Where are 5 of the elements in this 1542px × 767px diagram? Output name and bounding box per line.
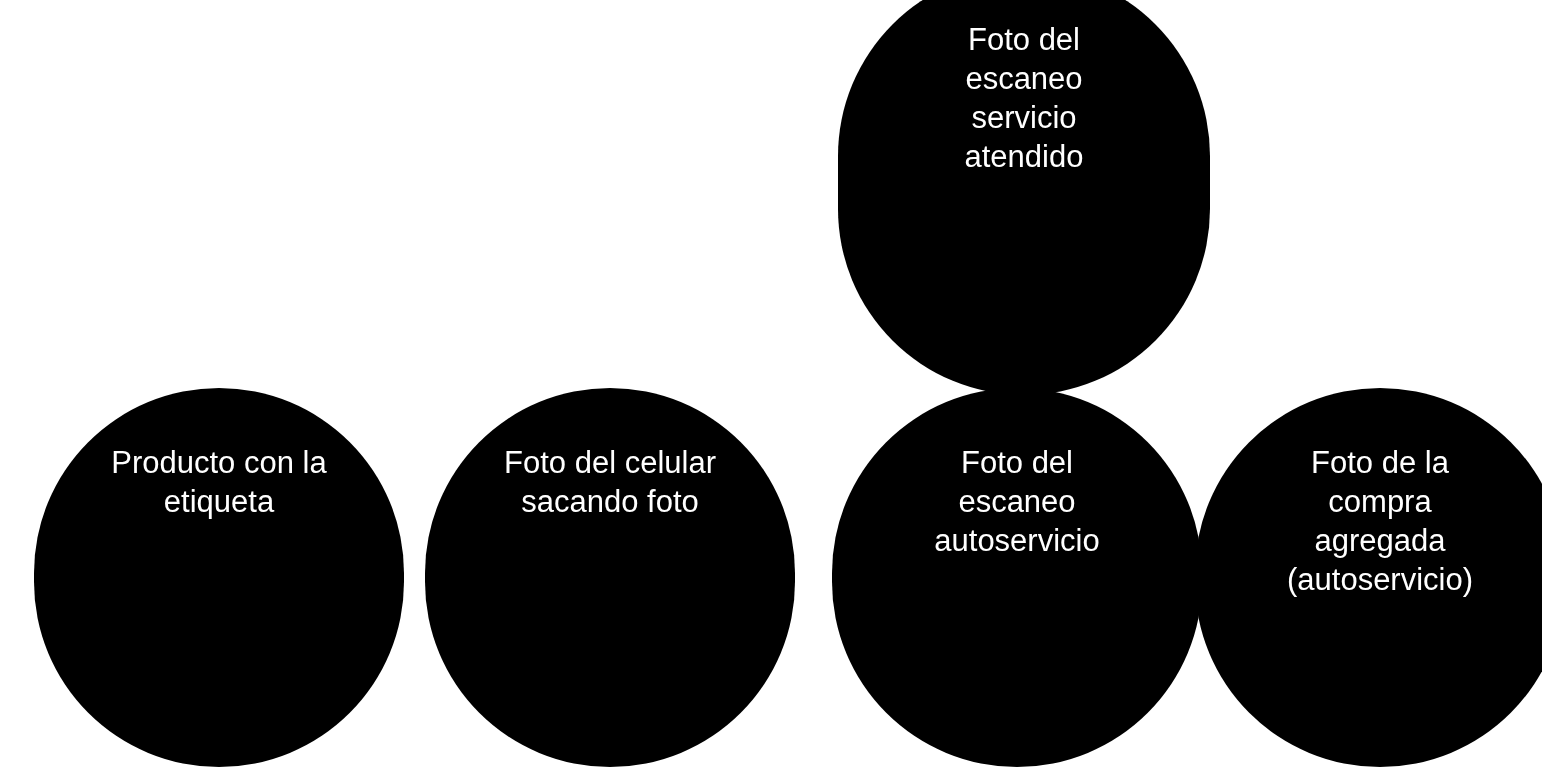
node-label: Producto con la etiqueta <box>110 444 328 521</box>
node-label: Foto del escaneo autoservicio <box>933 444 1101 560</box>
node-label: Foto de la compra agregada (autoservicio) <box>1285 444 1475 599</box>
node-label: Foto del celular sacando foto <box>503 444 717 521</box>
node-label: Foto del escaneo servicio atendido <box>963 21 1085 176</box>
